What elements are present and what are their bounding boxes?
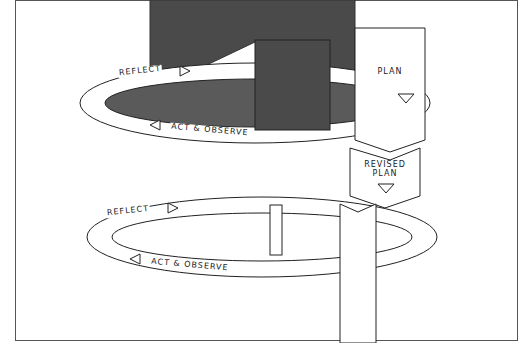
stage-label: ACT & OBSERVE — [170, 122, 250, 138]
frame — [16, 1, 518, 341]
stage-label: REVISED PLAN — [358, 161, 412, 179]
plan-arrow-band — [355, 28, 425, 152]
arrow-triangle — [130, 254, 140, 264]
lower-ring — [87, 197, 437, 277]
arrow-triangle — [180, 66, 190, 76]
arrow-triangle — [398, 94, 414, 103]
inner-band — [270, 205, 282, 255]
arrow-triangle — [168, 203, 178, 213]
arrow-triangle — [378, 184, 394, 193]
arrow-triangle — [150, 120, 160, 130]
descending-band — [255, 40, 330, 130]
stage-label: PLAN — [377, 68, 404, 77]
stage-label: REFLECT — [106, 204, 151, 217]
revised-plan-band — [350, 148, 420, 208]
stage-label: ACT & OBSERVE — [150, 257, 230, 273]
down-band — [340, 204, 376, 343]
stage-label: REFLECT — [118, 64, 163, 77]
